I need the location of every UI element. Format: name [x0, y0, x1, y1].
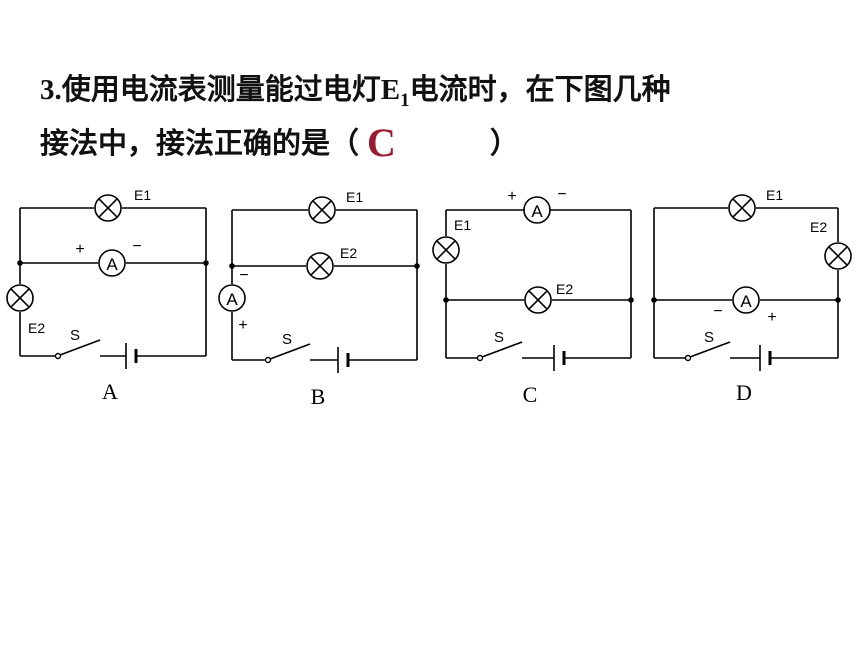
ammeter-label: A — [531, 202, 543, 221]
switch-label: S — [282, 331, 292, 348]
switch-contact — [264, 356, 272, 364]
lamp-subscript: 1 — [400, 90, 410, 111]
junction-dot — [17, 260, 23, 266]
question-text-line2: 接法中，接法正确的是（ — [40, 126, 360, 160]
junction-dot — [835, 297, 841, 303]
ammeter-b: A — [218, 284, 246, 312]
lamp-e1-b — [308, 196, 336, 224]
battery-symbol — [125, 343, 138, 369]
junction-dot — [628, 297, 634, 303]
minus-sign: − — [713, 303, 722, 320]
label-e1: E1 — [346, 189, 363, 205]
label-e2: E2 — [810, 219, 827, 235]
minus-sign: − — [557, 186, 566, 203]
plus-sign: + — [238, 317, 247, 334]
label-e2: E2 — [28, 320, 45, 336]
label-e1: E1 — [454, 217, 471, 233]
circuit-d — [653, 207, 839, 359]
ammeter-label: A — [226, 290, 238, 309]
lamp-e2-c — [524, 286, 552, 314]
circuit-b — [231, 209, 418, 361]
plus-sign: + — [507, 188, 516, 205]
battery-symbol — [337, 347, 350, 373]
lamp-e1-c — [432, 236, 460, 264]
switch-label: S — [704, 329, 714, 346]
lamp-e2-a — [6, 284, 34, 312]
answer-choice: C — [367, 120, 396, 165]
lamp-e2-b — [306, 252, 334, 280]
switch-arm — [59, 339, 101, 356]
junction-dot — [203, 260, 209, 266]
caption-a: A — [102, 379, 118, 404]
circuit-c — [445, 209, 632, 359]
label-e2: E2 — [556, 281, 573, 297]
switch-arm — [481, 341, 523, 358]
junction-dot — [443, 297, 449, 303]
ammeter-c: A — [523, 196, 551, 224]
switch-contact — [684, 354, 692, 362]
caption-c: C — [523, 382, 538, 407]
label-e1: E1 — [766, 187, 783, 203]
question-text-part1: 使用电流表测量能过电灯 — [61, 72, 381, 106]
question-text: 3.使用电流表测量能过电灯E1电流时，在下图几种 接法中，接法正确的是（C ） — [40, 68, 840, 164]
close-paren: ） — [489, 126, 519, 160]
plus-sign: + — [767, 309, 776, 326]
junction-dot — [229, 263, 235, 269]
minus-sign: − — [132, 238, 141, 255]
circuit-a — [19, 207, 207, 357]
ammeter-a: A — [98, 249, 126, 277]
switch-arm — [269, 343, 311, 360]
switch-label: S — [494, 329, 504, 346]
switch-arm — [689, 341, 731, 358]
label-e2: E2 — [340, 245, 357, 261]
ammeter-d: A — [732, 286, 760, 314]
plus-sign: + — [75, 241, 84, 258]
caption-b: B — [311, 384, 326, 409]
lamp-symbol: E — [380, 74, 401, 106]
switch-label: S — [70, 327, 80, 344]
junction-dot — [414, 263, 420, 269]
question-text-part2: 电流时，在下图几种 — [409, 72, 671, 106]
battery-symbol — [553, 345, 566, 371]
battery-symbol — [759, 345, 772, 371]
caption-d: D — [736, 380, 752, 405]
switch-contact — [476, 354, 484, 362]
lamp-e2-d — [824, 242, 852, 270]
minus-sign: − — [239, 267, 248, 284]
lamp-e1-d — [728, 194, 756, 222]
label-e1: E1 — [134, 187, 151, 203]
ammeter-label: A — [740, 292, 752, 311]
question-number: 3. — [40, 74, 62, 106]
junction-dot — [651, 297, 657, 303]
ammeter-label: A — [106, 255, 118, 274]
lamp-e1-a — [94, 194, 122, 222]
switch-contact — [54, 352, 62, 360]
